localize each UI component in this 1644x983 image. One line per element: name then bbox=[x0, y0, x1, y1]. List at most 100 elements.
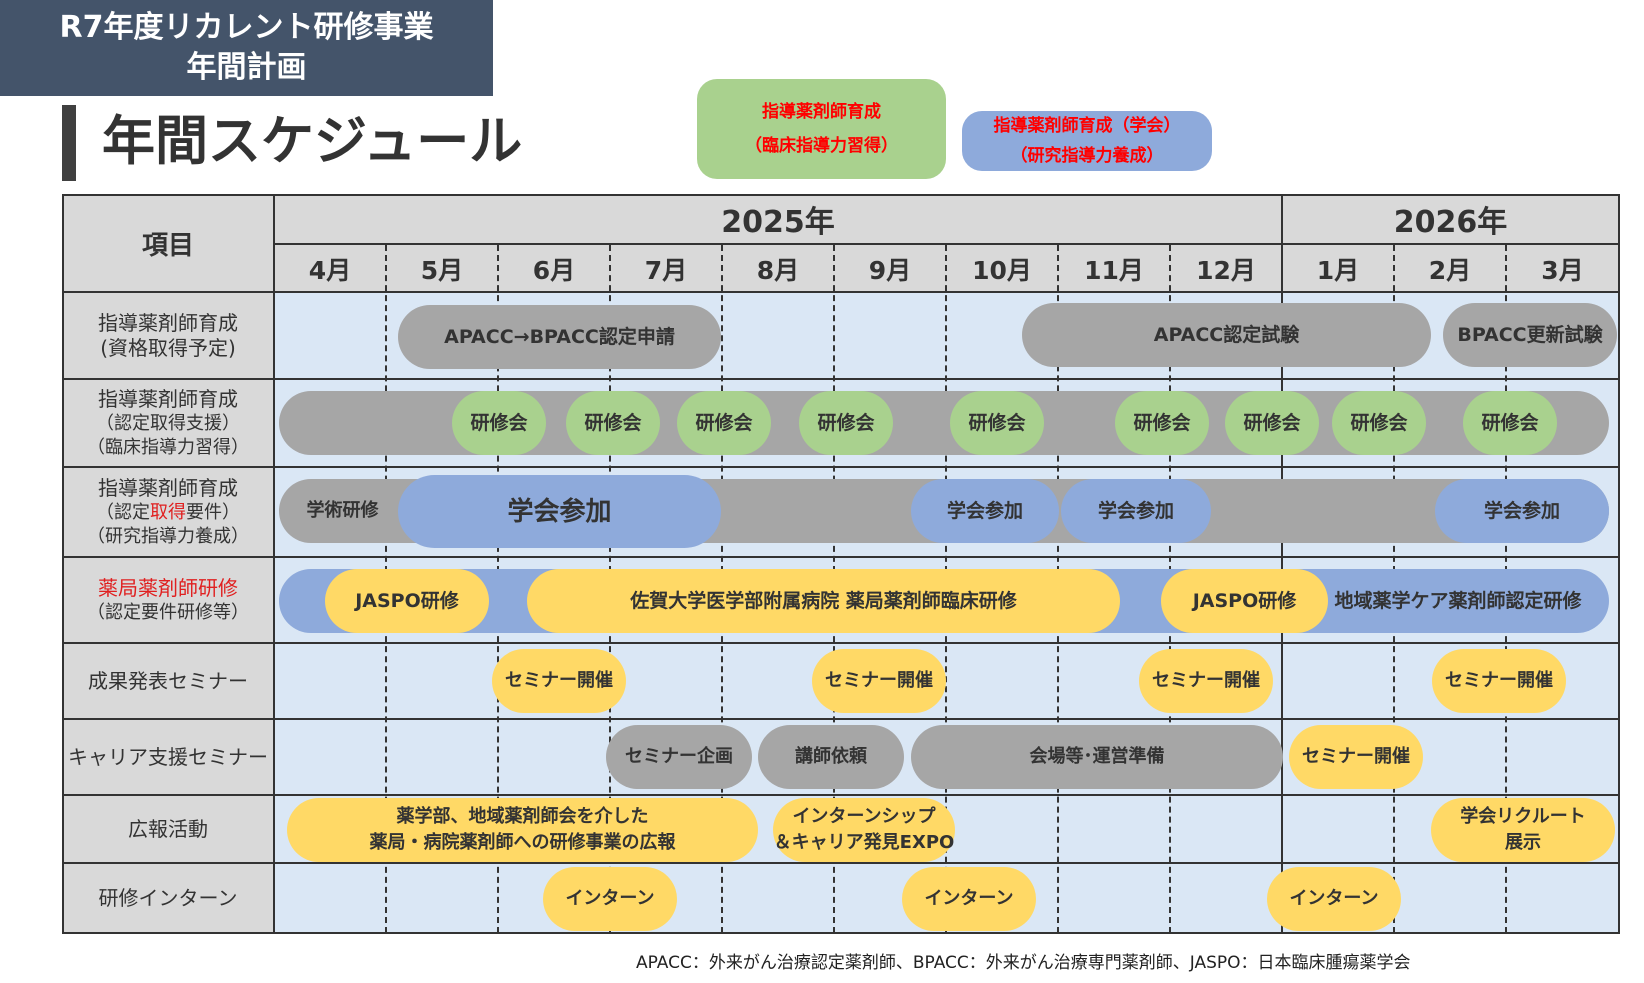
event-apacc-exam: APACC認定試験 bbox=[1022, 303, 1431, 367]
event-results-seminar: セミナー開催 bbox=[1432, 649, 1566, 713]
row-label-qualification: 指導薬剤師育成 (資格取得予定) bbox=[62, 292, 274, 379]
month-oct: 10月 bbox=[946, 245, 1058, 292]
row-label-main: 指導薬剤師育成 bbox=[98, 386, 238, 411]
row-divider bbox=[62, 642, 1620, 644]
event-training-session: 研修会 bbox=[566, 391, 660, 455]
row-label-main: 成果発表セミナー bbox=[88, 668, 248, 693]
event-internship: インターン bbox=[902, 867, 1036, 931]
row-label-main: 指導薬剤師育成 bbox=[98, 475, 238, 500]
event-expo-line2: ＆キャリア発見EXPO bbox=[773, 832, 955, 853]
header-divider bbox=[274, 243, 1619, 245]
row-label-sub-highlight: 取得 bbox=[150, 501, 186, 523]
month-may: 5月 bbox=[386, 245, 498, 292]
row-divider bbox=[62, 718, 1620, 720]
header-line2: 年間計画 bbox=[186, 50, 307, 85]
legend-clinical: 指導薬剤師育成 （臨床指導力習得） bbox=[697, 79, 946, 179]
event-internship: インターン bbox=[543, 867, 677, 931]
event-training-session: 研修会 bbox=[1115, 391, 1209, 455]
month-apr: 4月 bbox=[274, 245, 386, 292]
event-career-seminar: セミナー開催 bbox=[1289, 725, 1423, 789]
event-training-session: 研修会 bbox=[452, 391, 546, 455]
title-accent-bar bbox=[62, 105, 76, 181]
row-divider bbox=[62, 862, 1620, 864]
label-col-border bbox=[273, 194, 275, 934]
event-pr-line2: 薬局・病院薬剤師への研修事業の広報 bbox=[369, 832, 676, 853]
row-label-pr: 広報活動 bbox=[62, 795, 274, 863]
row-label-main: 薬局薬剤師研修 bbox=[98, 575, 238, 600]
event-recruit-exhibit: 学会リクルート 展示 bbox=[1431, 798, 1615, 862]
legend-research-line1: 指導薬剤師育成（学会） bbox=[993, 116, 1181, 136]
month-jan: 1月 bbox=[1282, 245, 1394, 292]
row-label-career-seminar: キャリア支援セミナー bbox=[62, 719, 274, 795]
row-label-pharmacy: 薬局薬剤師研修 （認定要件研修等） bbox=[62, 557, 274, 643]
event-training-session: 研修会 bbox=[1463, 391, 1557, 455]
row-divider bbox=[62, 378, 1620, 380]
abbreviation-footnote: APACC：外来がん治療認定薬剤師、BPACC：外来がん治療専門薬剤師、JASP… bbox=[636, 953, 1411, 973]
table-border-top bbox=[62, 194, 1620, 196]
row-label-sub: （認定取得支援） bbox=[96, 412, 240, 434]
row-label-sub: （研究指導力養成） bbox=[87, 525, 249, 547]
event-results-seminar: セミナー開催 bbox=[812, 649, 946, 713]
event-pr-line1: 薬学部、地域薬剤師会を介した bbox=[396, 806, 649, 827]
month-mar: 3月 bbox=[1506, 245, 1619, 292]
legend-clinical-line2: （臨床指導力習得） bbox=[745, 136, 898, 156]
month-aug: 8月 bbox=[722, 245, 834, 292]
event-training-session: 研修会 bbox=[677, 391, 771, 455]
month-sep: 9月 bbox=[834, 245, 946, 292]
row-label-main: 研修インターン bbox=[98, 885, 238, 910]
event-conference-participation: 学会参加 bbox=[1435, 479, 1609, 543]
event-academic-training: 学術研修 bbox=[306, 500, 379, 521]
page-header: R7年度リカレント研修事業 年間計画 bbox=[0, 0, 493, 96]
event-lecturer-request: 講師依頼 bbox=[758, 725, 904, 789]
table-border-left bbox=[62, 194, 64, 934]
row-divider bbox=[62, 466, 1620, 468]
event-venue-operations-prep: 会場等･運営準備 bbox=[911, 725, 1283, 789]
table-border-bottom bbox=[62, 932, 1620, 934]
event-jaspo-training: JASPO研修 bbox=[325, 569, 489, 633]
month-dec: 12月 bbox=[1170, 245, 1282, 292]
legend-research: 指導薬剤師育成（学会） （研究指導力養成） bbox=[962, 111, 1212, 171]
row-label-results-seminar: 成果発表セミナー bbox=[62, 643, 274, 719]
header-line1: R7年度リカレント研修事業 bbox=[59, 10, 434, 45]
row-label-sub-part: 要件） bbox=[186, 501, 240, 523]
legend-research-line2: （研究指導力養成） bbox=[1010, 146, 1164, 166]
row-divider bbox=[62, 794, 1620, 796]
event-internship-expo: インターンシップ ＆キャリア発見EXPO bbox=[773, 798, 955, 862]
row-divider bbox=[62, 291, 1620, 293]
table-border-right bbox=[1618, 194, 1620, 934]
row-label-main: 指導薬剤師育成 bbox=[98, 310, 238, 335]
event-conference-participation: 学会参加 bbox=[911, 479, 1059, 543]
legend-clinical-line1: 指導薬剤師育成 bbox=[762, 102, 881, 122]
year-2025-header: 2025年 bbox=[274, 195, 1282, 243]
event-training-session: 研修会 bbox=[950, 391, 1044, 455]
event-training-session: 研修会 bbox=[1225, 391, 1319, 455]
row-label-sub: （認定取得要件） bbox=[96, 501, 240, 525]
section-title: 年間スケジュール bbox=[102, 111, 523, 172]
month-feb: 2月 bbox=[1394, 245, 1506, 292]
event-training-session: 研修会 bbox=[1332, 391, 1426, 455]
event-conference-participation: 学会参加 bbox=[398, 475, 721, 548]
event-saga-hospital-clinical-training: 佐賀大学医学部附属病院 薬局薬剤師臨床研修 bbox=[527, 569, 1120, 633]
row-label-research: 指導薬剤師育成 （認定取得要件） （研究指導力養成） bbox=[62, 467, 274, 557]
row-divider bbox=[62, 556, 1620, 558]
event-seminar-planning: セミナー企画 bbox=[606, 725, 752, 789]
event-regional-pharmacy-care-certification: 地域薬学ケア薬剤師認定研修 bbox=[1334, 590, 1582, 612]
event-results-seminar: セミナー開催 bbox=[492, 649, 626, 713]
event-expo-line1: インターンシップ bbox=[792, 806, 936, 827]
row-label-intern: 研修インターン bbox=[62, 863, 274, 933]
row-label-sub: (資格取得予定) bbox=[100, 335, 236, 360]
row-label-main: 広報活動 bbox=[128, 816, 208, 841]
year-divider bbox=[1281, 195, 1283, 933]
row-label-sub: （認定要件研修等） bbox=[87, 601, 249, 623]
event-training-session: 研修会 bbox=[799, 391, 893, 455]
event-apacc-bpacc-application: APACC→BPACC認定申請 bbox=[398, 305, 721, 369]
event-recruit-line1: 学会リクルート bbox=[1460, 806, 1586, 827]
month-jul: 7月 bbox=[610, 245, 722, 292]
event-jaspo-training: JASPO研修 bbox=[1161, 569, 1328, 633]
event-bpacc-renewal-exam: BPACC更新試験 bbox=[1443, 303, 1617, 367]
event-results-seminar: セミナー開催 bbox=[1139, 649, 1273, 713]
row-label-sub: （臨床指導力習得） bbox=[87, 436, 249, 458]
event-pr-campaign: 薬学部、地域薬剤師会を介した 薬局・病院薬剤師への研修事業の広報 bbox=[287, 798, 758, 862]
month-jun: 6月 bbox=[498, 245, 610, 292]
